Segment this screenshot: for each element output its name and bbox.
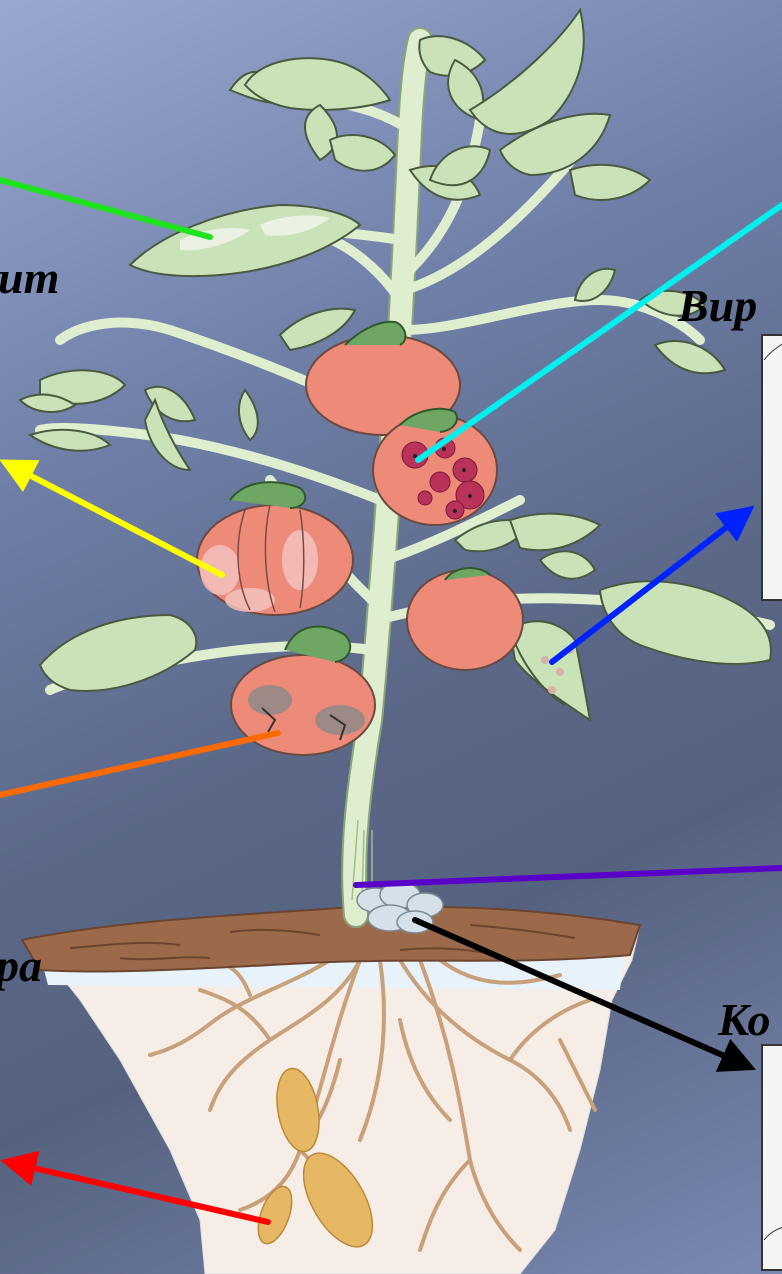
pointer-yellow	[10, 465, 222, 575]
label-top-right: Вир	[678, 283, 757, 329]
pointer-orange	[0, 733, 278, 795]
right-thumbnail-top	[762, 335, 782, 600]
pointer-green	[0, 180, 210, 237]
pointer-cyan	[418, 205, 782, 460]
pointer-purple	[356, 868, 782, 885]
right-thumbnail-bottom	[762, 1045, 782, 1270]
label-middle-left: ра	[0, 943, 42, 989]
label-top-left: ит	[0, 255, 59, 301]
label-bottom-right: Ко	[718, 997, 770, 1043]
